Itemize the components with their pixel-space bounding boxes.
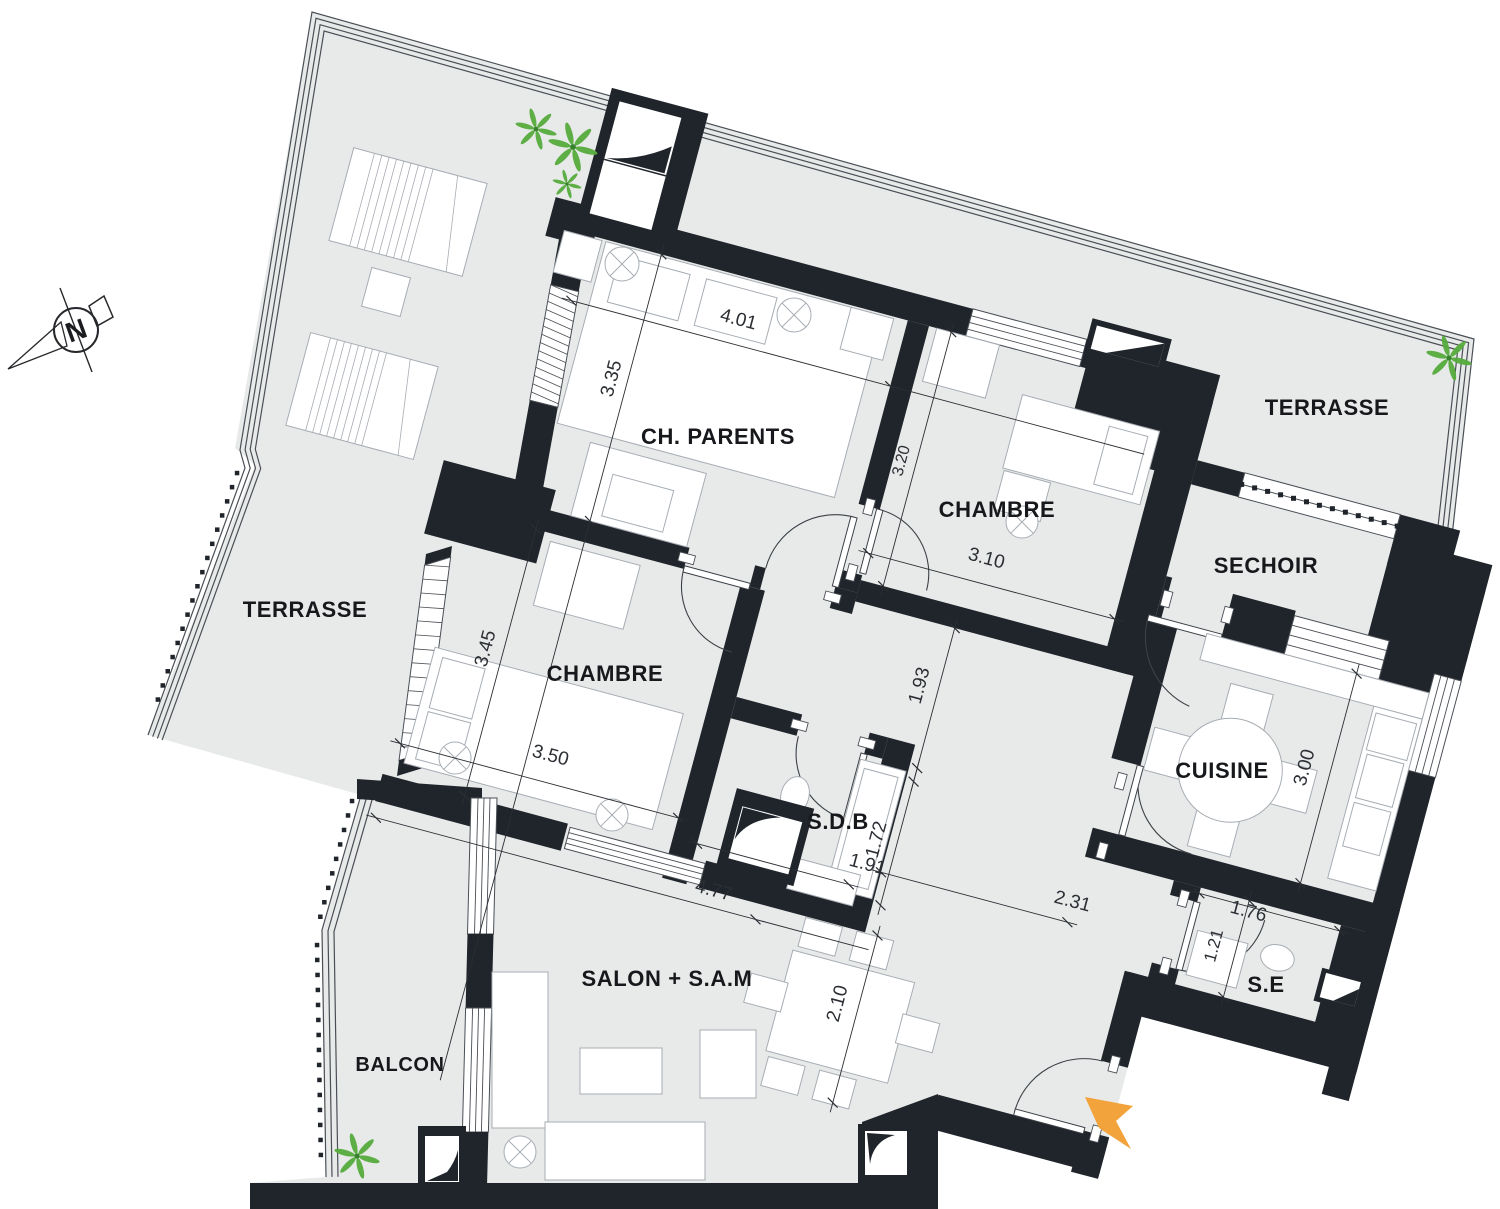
svg-text:TERRASSE: TERRASSE <box>243 597 368 622</box>
svg-text:CHAMBRE: CHAMBRE <box>547 661 664 686</box>
svg-text:S.D.B: S.D.B <box>807 809 869 834</box>
svg-text:SECHOIR: SECHOIR <box>1214 553 1318 578</box>
svg-text:S.E: S.E <box>1247 972 1284 997</box>
svg-text:BALCON: BALCON <box>355 1054 444 1076</box>
svg-text:CHAMBRE: CHAMBRE <box>939 497 1056 522</box>
svg-text:CH. PARENTS: CH. PARENTS <box>641 424 795 449</box>
svg-text:SALON + S.A.M: SALON + S.A.M <box>582 966 753 991</box>
svg-text:CUISINE: CUISINE <box>1175 758 1268 783</box>
svg-text:TERRASSE: TERRASSE <box>1265 395 1390 420</box>
